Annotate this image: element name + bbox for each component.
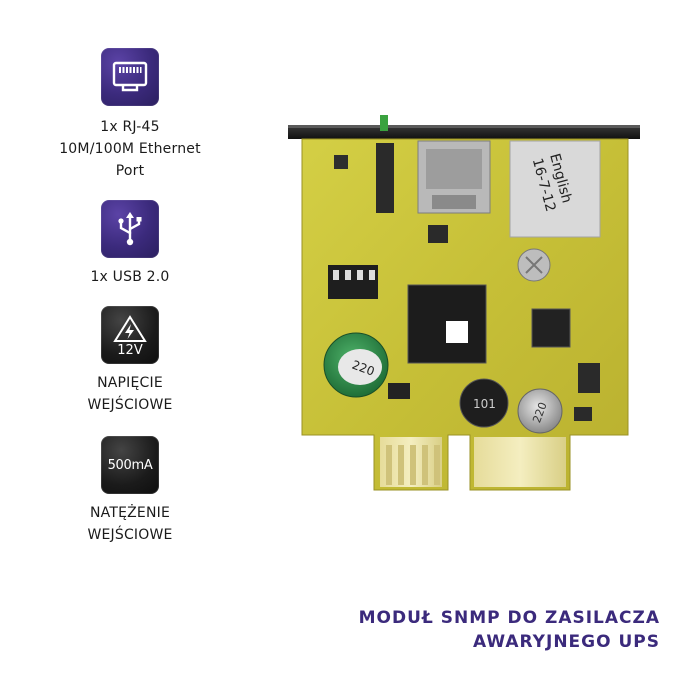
current-badge-icon: 500mA xyxy=(101,436,159,494)
pin-header xyxy=(376,143,394,213)
feature-list: 1x RJ-45 10M/100M Ethernet Port 1x USB 2… xyxy=(0,0,260,700)
snmp-card-image: English 16-7-12 220 101 xyxy=(288,115,648,505)
feature-ethernet: 1x RJ-45 10M/100M Ethernet Port xyxy=(0,48,260,188)
feature-current-line-2: WEJŚCIOWE xyxy=(87,527,173,543)
edge-connector-right xyxy=(474,437,566,487)
feature-ethernet-line-2: 10M/100M Ethernet xyxy=(59,141,201,157)
feature-current-line-1: NATĘŻENIE xyxy=(89,505,171,521)
feature-ethernet-label: 1x RJ-45 10M/100M Ethernet Port xyxy=(0,116,260,182)
snmp-card-illustration: English 16-7-12 220 101 xyxy=(288,115,640,491)
feature-usb: 1x USB 2.0 xyxy=(0,200,260,290)
feature-voltage-line-1: NAPIĘCIE xyxy=(97,375,163,391)
feature-usb-line-1: 1x USB 2.0 xyxy=(90,269,170,285)
mounting-bracket xyxy=(288,125,640,139)
version-sticker xyxy=(509,140,601,238)
feature-ethernet-line-3: Port xyxy=(115,163,145,179)
feature-current-label: NATĘŻENIE WEJŚCIOWE xyxy=(0,502,260,546)
feature-ethernet-line-1: 1x RJ-45 xyxy=(100,119,160,135)
capacitor-small xyxy=(517,388,563,434)
current-badge-text: 500mA xyxy=(107,457,153,473)
high-voltage-icon: 12V xyxy=(101,306,159,364)
feature-current: 500mA NATĘŻENIE WEJŚCIOWE xyxy=(0,436,260,551)
voltage-badge-text: 12V xyxy=(117,342,143,358)
feature-voltage-label: NAPIĘCIE WEJŚCIOWE xyxy=(0,372,260,416)
ethernet-port-icon xyxy=(101,48,159,106)
inductor-label: 101 xyxy=(473,397,496,411)
feature-voltage: 12V NAPIĘCIE WEJŚCIOWE xyxy=(0,306,260,421)
feature-voltage-line-2: WEJŚCIOWE xyxy=(87,397,173,413)
caption-line-2: AWARYJNEGO UPS xyxy=(472,632,660,652)
inductor xyxy=(459,378,509,428)
status-led xyxy=(380,115,388,131)
product-caption: MODUŁ SNMP DO ZASILACZA AWARYJNEGO UPS xyxy=(340,606,660,654)
usb-icon xyxy=(101,200,159,258)
caption-line-1: MODUŁ SNMP DO ZASILACZA xyxy=(358,608,660,628)
feature-usb-label: 1x USB 2.0 xyxy=(0,266,260,288)
